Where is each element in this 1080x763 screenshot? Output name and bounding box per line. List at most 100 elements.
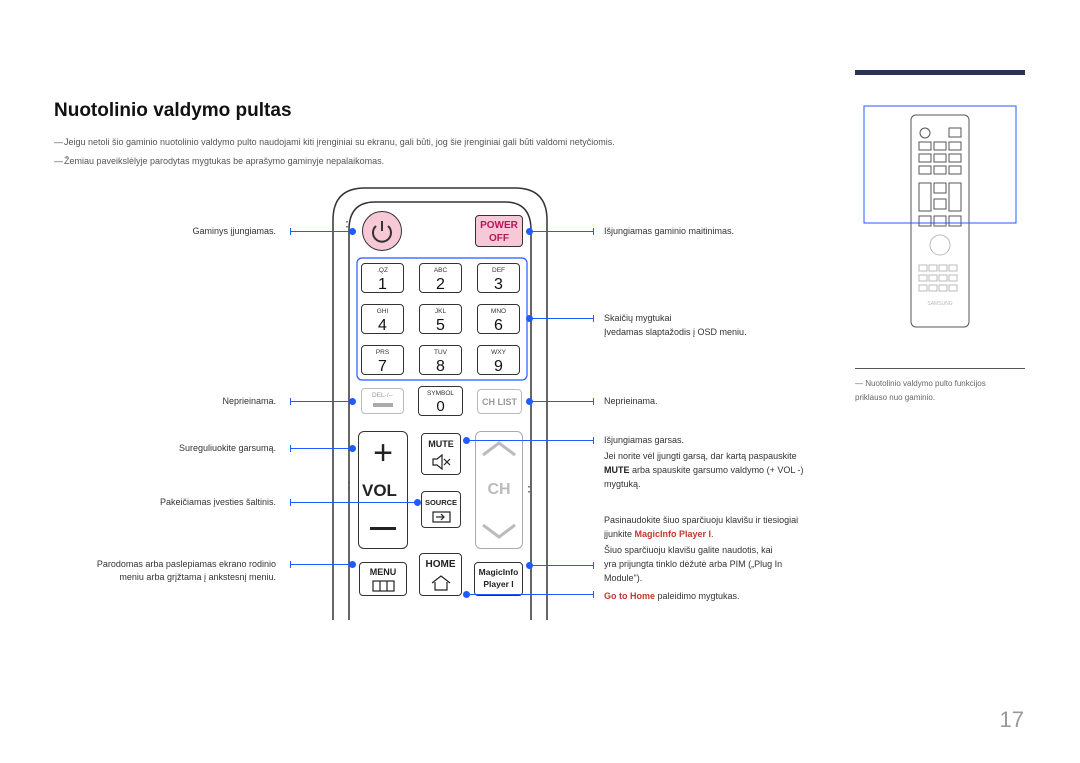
label-source: Pakeičiamas įvesties šaltinis. <box>159 497 276 507</box>
label-numbers-2: Įvedamas slaptažodis į OSD meniu. <box>604 327 747 337</box>
label-magic-5: Module"). <box>604 573 643 583</box>
vol-dots-icon: ⠅ <box>347 481 354 491</box>
magic-2a: įjunkite <box>604 529 635 539</box>
power-dots-icon: ⠅ <box>345 220 352 230</box>
ch-label: CH <box>487 481 511 498</box>
key-5-letters: JKL <box>434 308 447 315</box>
note-2-text: Žemiau paveikslėlyje parodytas mygtukas … <box>64 156 385 166</box>
key-6-digit: 6 <box>494 317 503 334</box>
key-1[interactable]: .QZ 1 <box>361 263 404 293</box>
volume-up-icon[interactable]: + <box>373 434 393 472</box>
vol-label: VOL <box>362 481 397 500</box>
callout-source <box>290 502 417 503</box>
key-9-digit: 9 <box>494 358 503 375</box>
page-title: Nuotolinio valdymo pultas <box>54 100 292 121</box>
source-button[interactable]: SOURCE <box>421 491 461 528</box>
key-5-digit: 5 <box>436 317 445 334</box>
callout-menu <box>290 564 352 565</box>
callout-dot <box>526 315 533 322</box>
key-8-letters: TUV <box>434 349 447 356</box>
key-2-letters: ABC <box>433 267 448 274</box>
home-button[interactable]: HOME <box>419 553 462 596</box>
sidebar-note-dash: ― <box>855 379 863 388</box>
ch-dots-icon: ⠅ <box>527 485 534 495</box>
ch-list-button[interactable]: CH LIST <box>477 389 522 414</box>
callout-dot <box>463 591 470 598</box>
off-label: OFF <box>489 233 509 244</box>
label-numbers-1: Skaičių mygtukai <box>604 313 672 323</box>
page-number: 17 <box>999 707 1024 732</box>
mute-label: MUTE <box>428 439 454 449</box>
callout-del <box>290 401 352 402</box>
home-label: HOME <box>425 559 456 570</box>
mute-button[interactable]: MUTE <box>421 433 461 475</box>
callout-tick <box>593 591 594 598</box>
callout-dot <box>349 228 356 235</box>
label-unavailable-right: Neprieinama. <box>604 396 658 406</box>
volume-down-icon[interactable] <box>370 527 396 530</box>
mute-bold: MUTE <box>604 465 630 475</box>
volume-rocker[interactable]: + <box>358 431 408 549</box>
key-2-digit: 2 <box>436 276 445 293</box>
power-off-button[interactable]: POWER OFF <box>475 215 523 247</box>
callout-tick <box>593 437 594 444</box>
key-3-letters: DEF <box>492 267 505 274</box>
key-2[interactable]: ABC 2 <box>419 263 462 293</box>
label-menu-2: meniu arba grįžtama į ankstesnį meniu. <box>119 572 276 582</box>
thumbnail-brand: SAMSUNG <box>927 301 952 307</box>
mute-speaker-icon <box>432 454 451 470</box>
callout-dot <box>349 398 356 405</box>
channel-rocker[interactable]: CH <box>475 431 523 549</box>
source-input-icon <box>432 511 451 523</box>
player-label: Player I <box>483 579 514 589</box>
power-icon <box>372 221 392 243</box>
callout-chlist <box>529 401 593 402</box>
label-mute-2: Jei norite vėl įjungti garsą, dar kartą … <box>604 451 797 461</box>
magicinfo-button[interactable]: MagicInfo Player I <box>474 562 523 596</box>
key-1-letters: .QZ <box>377 267 388 274</box>
callout-dot <box>414 499 421 506</box>
channel-arrows-icon <box>482 441 516 539</box>
callout-home <box>466 594 593 595</box>
zero-digit: 0 <box>436 398 445 415</box>
callout-tick <box>593 228 594 235</box>
del-button[interactable]: DEL-/-- <box>361 388 404 414</box>
home-rest: paleidimo mygtukas. <box>655 591 740 601</box>
home-house-icon <box>431 575 451 591</box>
symbol-label: SYMBOL <box>426 390 455 397</box>
key-7-letters: PRS <box>375 349 390 356</box>
sidebar-note-line2: priklauso nuo gaminio. <box>855 393 936 402</box>
callout-dot <box>349 445 356 452</box>
power-on-button[interactable] <box>362 211 402 251</box>
label-power-on: Gaminys įjungiamas. <box>192 226 276 236</box>
label-magic-4: yra prijungta tinklo dėžutė arba PIM („P… <box>604 559 783 569</box>
callout-magicinfo <box>529 565 593 566</box>
home-highlight: Go to Home <box>604 591 655 601</box>
note-2: ―Žemiau paveikslėlyje parodytas mygtukas… <box>54 156 385 166</box>
label-unavailable-left: Neprieinama. <box>222 396 276 406</box>
callout-power-on <box>290 231 352 232</box>
menu-grid-icon <box>372 580 395 592</box>
callout-mute <box>466 440 593 441</box>
menu-label: MENU <box>369 567 397 577</box>
label-menu-1: Parodomas arba paslepiamas ekrano rodini… <box>96 559 276 569</box>
callout-power-off <box>529 231 593 232</box>
label-magic-1: Pasinaudokite šiuo sparčiuoju klavišu ir… <box>604 515 799 525</box>
callout-tick <box>593 562 594 569</box>
source-label: SOURCE <box>424 498 458 507</box>
key-1-digit: 1 <box>378 276 387 293</box>
power-label: POWER <box>480 220 518 231</box>
label-mute-1: Išjungiamas garsas. <box>604 435 685 445</box>
key-5[interactable]: JKL 5 <box>419 304 462 334</box>
callout-dot <box>526 398 533 405</box>
zero-key[interactable]: SYMBOL 0 <box>418 386 463 416</box>
callout-tick <box>593 398 594 405</box>
menu-button[interactable]: MENU <box>359 562 407 596</box>
callout-dot <box>526 562 533 569</box>
